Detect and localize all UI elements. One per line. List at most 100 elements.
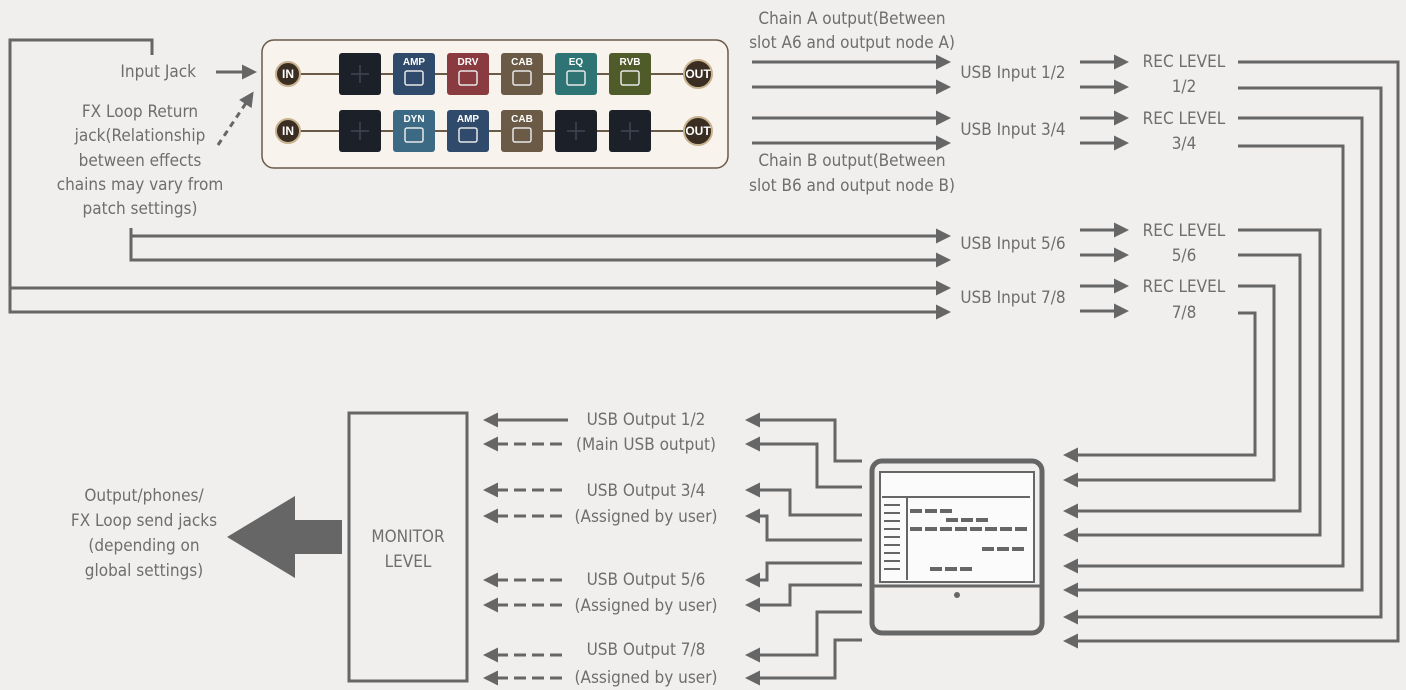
slot-label: AMP [403, 57, 426, 68]
rec-level-1-2: REC LEVEL 1/2 [1143, 52, 1226, 97]
usb-input-5-6: USB Input 5/6 [960, 234, 1065, 254]
plus-icon [621, 122, 639, 140]
fx-return-label: FX Loop Return jack(Relationship between… [57, 102, 224, 219]
chain_a-empty-slot[interactable] [339, 53, 381, 95]
input-node-b: IN [275, 118, 301, 144]
svg-text:REC LEVEL: REC LEVEL [1143, 277, 1226, 297]
slot-label: AMP [457, 114, 480, 125]
slot-label: EQ [569, 57, 584, 68]
plus-icon [567, 122, 585, 140]
chain_b-empty-slot[interactable] [609, 110, 651, 152]
chain_b-slot-dyn[interactable]: DYN [393, 110, 435, 152]
svg-text:1/2: 1/2 [1172, 77, 1197, 97]
chain_a-slot-amp[interactable]: AMP [393, 53, 435, 95]
svg-text:slot A6 and output node A): slot A6 and output node A) [749, 33, 955, 53]
svg-text:REC LEVEL: REC LEVEL [1143, 221, 1226, 241]
slot-label: RVB [620, 57, 641, 68]
svg-text:FX Loop Return: FX Loop Return [82, 102, 198, 122]
svg-text:3/4: 3/4 [1172, 134, 1197, 154]
chain_b-slot-cab[interactable]: CAB [501, 110, 543, 152]
svg-text:jack(Relationship: jack(Relationship [74, 126, 206, 146]
drv-icon [458, 70, 478, 86]
svg-text:USB Output 5/6: USB Output 5/6 [587, 570, 706, 590]
slot-label: DYN [403, 114, 424, 125]
svg-text:OUT: OUT [685, 67, 711, 81]
usb-input-1-2: USB Input 1/2 [960, 63, 1065, 83]
usb-input-7-8: USB Input 7/8 [960, 288, 1065, 308]
slot-label: CAB [511, 57, 533, 68]
chain_b-empty-slot[interactable] [339, 110, 381, 152]
usb-output-5-6: USB Output 5/6 (Assigned by user) [575, 570, 718, 616]
svg-text:slot B6 and output node B): slot B6 and output node B) [749, 176, 955, 196]
usb-input-3-4: USB Input 3/4 [960, 120, 1065, 140]
plus-icon [351, 65, 369, 83]
usb-output-1-2: USB Output 1/2 (Main USB output) [576, 410, 716, 455]
computer-monitor-icon [869, 458, 1045, 636]
eq-icon [566, 70, 586, 86]
rvb-icon [620, 70, 640, 86]
svg-text:FX Loop send jacks: FX Loop send jacks [71, 511, 217, 531]
chain_b-slot-amp[interactable]: AMP [447, 110, 489, 152]
svg-text:(Assigned by user): (Assigned by user) [575, 596, 718, 616]
fx-return-arrow [216, 91, 254, 146]
svg-text:5/6: 5/6 [1172, 246, 1197, 266]
chain_a-slot-eq[interactable]: EQ [555, 53, 597, 95]
final-output-label: Output/phones/ FX Loop send jacks (depen… [71, 486, 217, 581]
svg-text:Chain A output(Between: Chain A output(Between [758, 9, 945, 29]
chain-a-slots: AMP DRV CAB EQ RVB [339, 53, 651, 95]
svg-text:(Assigned by user): (Assigned by user) [575, 668, 718, 688]
rec-level-3-4: REC LEVEL 3/4 [1143, 109, 1226, 154]
direct-input-routes [8, 38, 951, 320]
cab-icon [512, 70, 532, 86]
usb-output-7-8: USB Output 7/8 (Assigned by user) [575, 640, 718, 688]
amp-icon [404, 70, 424, 86]
svg-text:(depending on: (depending on [88, 536, 199, 556]
svg-text:Output/phones/: Output/phones/ [84, 486, 204, 506]
output-node-a: OUT [683, 59, 713, 89]
svg-text:USB Output 3/4: USB Output 3/4 [587, 481, 706, 501]
monitor-level-box [347, 411, 469, 683]
usb-output-to-monitor-arrows [483, 412, 568, 686]
svg-text:USB Output 1/2: USB Output 1/2 [587, 410, 706, 430]
svg-text:OUT: OUT [685, 124, 711, 138]
computer-to-usb-output-routes [745, 412, 862, 686]
output-node-b: OUT [683, 116, 713, 146]
svg-text:chains may vary from: chains may vary from [57, 175, 224, 195]
rec-level-arrows [1080, 54, 1129, 319]
svg-text:(Main USB output): (Main USB output) [576, 435, 716, 455]
amp-icon [458, 127, 478, 143]
svg-text:USB Output 7/8: USB Output 7/8 [587, 640, 706, 660]
input-jack-label: Input Jack [120, 62, 196, 82]
cab-icon [512, 127, 532, 143]
effects-chain-panel [261, 39, 729, 169]
svg-text:7/8: 7/8 [1172, 303, 1197, 323]
chain-b-slots: DYN AMP CAB [339, 110, 651, 152]
dyn-icon [404, 127, 424, 143]
svg-text:global settings): global settings) [85, 561, 203, 581]
slot-label: CAB [511, 114, 533, 125]
svg-text:(Assigned by user): (Assigned by user) [575, 507, 718, 527]
plus-icon [351, 122, 369, 140]
svg-text:IN: IN [282, 124, 294, 138]
svg-text:patch settings): patch settings) [83, 199, 198, 219]
usb-output-3-4: USB Output 3/4 (Assigned by user) [575, 481, 718, 527]
rec-to-computer-routes [1063, 60, 1400, 649]
svg-text:MONITOR: MONITOR [371, 527, 445, 547]
svg-text:LEVEL: LEVEL [385, 552, 432, 572]
svg-text:IN: IN [282, 67, 294, 81]
chain_b-empty-slot[interactable] [555, 110, 597, 152]
chain-a-output-label: Chain A output(Between slot A6 and outpu… [749, 9, 955, 53]
chain-b-output-label: Chain B output(Between slot B6 and outpu… [749, 151, 955, 196]
monitor-level-label: MONITOR LEVEL [371, 527, 445, 572]
svg-text:Chain B output(Between: Chain B output(Between [758, 151, 945, 171]
rec-level-7-8: REC LEVEL 7/8 [1143, 277, 1226, 323]
chain_a-slot-drv[interactable]: DRV [447, 53, 489, 95]
input-node-a: IN [275, 61, 301, 87]
chain_a-slot-rvb[interactable]: RVB [609, 53, 651, 95]
svg-text:REC LEVEL: REC LEVEL [1143, 109, 1226, 129]
chain_a-slot-cab[interactable]: CAB [501, 53, 543, 95]
output-big-arrow [227, 496, 342, 578]
rec-level-5-6: REC LEVEL 5/6 [1143, 221, 1226, 266]
chain-output-arrows [752, 54, 951, 151]
